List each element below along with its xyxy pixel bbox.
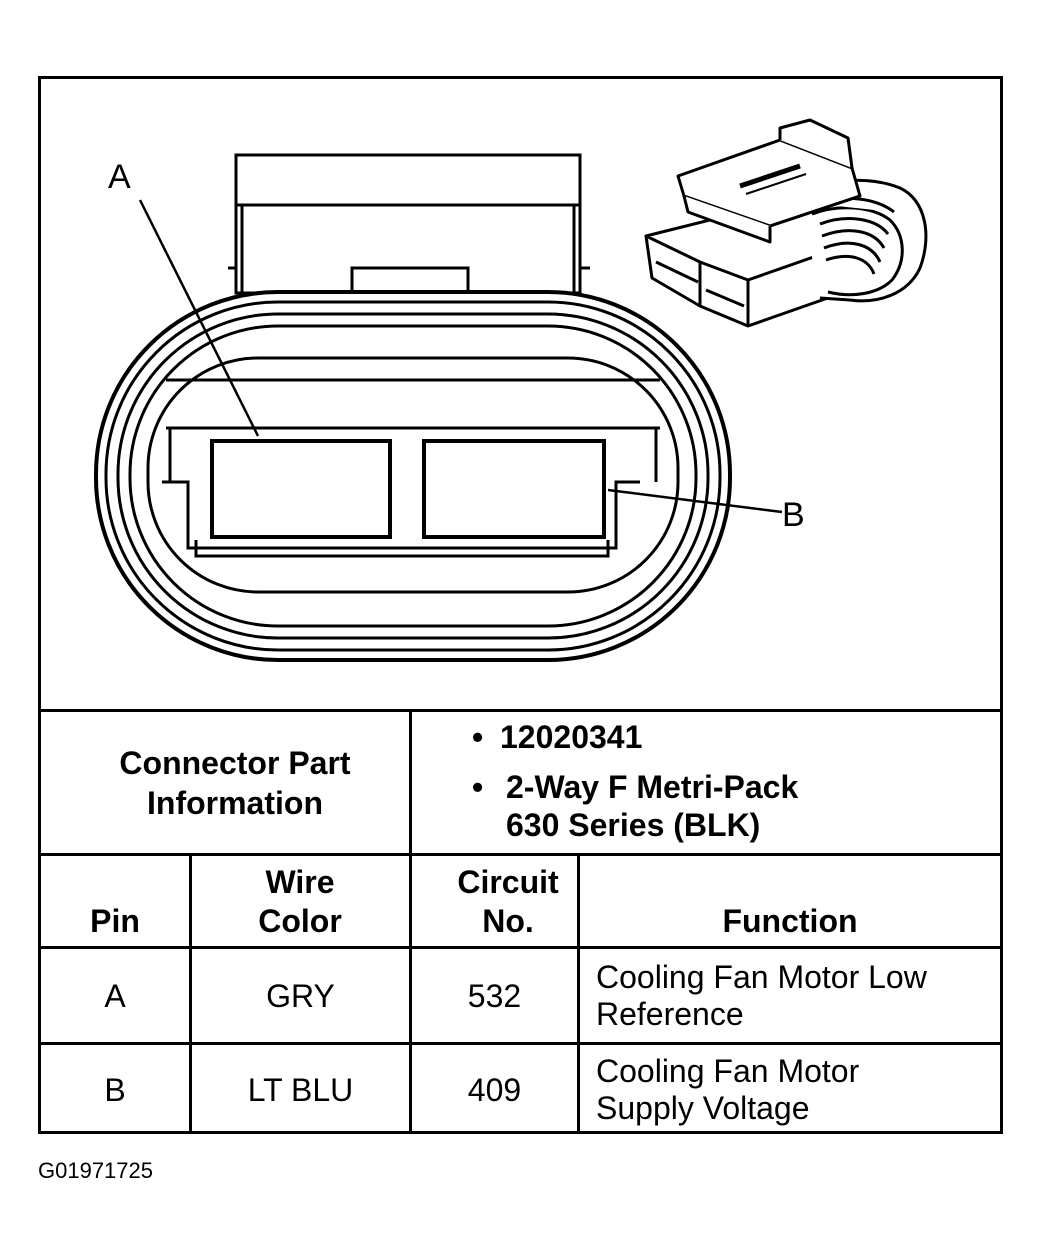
table-row-rule-1 [38,946,1003,949]
col-divider-2 [409,853,412,1134]
col-header-circuit-no: Circuit No. [457,864,559,939]
connector-cavity [162,378,660,558]
pin-label-b: B [782,496,805,534]
connector-latch-housing [228,153,590,295]
row-a-wire-color: GRY [266,977,335,1014]
row-b-wire-color: LT BLU [247,1071,354,1108]
diagram-frame [38,76,1003,1134]
row-a-function: Cooling Fan Motor Low Reference [596,959,927,1032]
table-row-rule-2 [38,1042,1003,1045]
leader-line-b [607,488,783,514]
part-number: 12020341 [500,719,643,755]
part-info-header: Connector Part Information [119,745,351,821]
row-a-circuit-no: 532 [467,977,522,1014]
connector-description: 2-Way F Metri-Pack 630 Series (BLK) [506,769,799,843]
connector-isometric-illustration [644,118,928,328]
figure-id: G01971725 [38,1158,153,1183]
col-divider-3 [577,853,580,1134]
row-b-circuit-no: 409 [467,1071,522,1108]
col-header-pin: Pin [90,903,140,939]
row-b-function: Cooling Fan Motor Supply Voltage [596,1053,860,1126]
row-b-pin: B [104,1071,126,1108]
col-header-wire-color: Wire Color [258,864,342,939]
row-a-pin: A [104,977,126,1014]
part-info-bullet-2: • 2-Way F Metri-Pack 630 Series (BLK) [472,768,852,848]
table-top-rule [38,709,1003,712]
col-divider-1 [189,853,192,1134]
bullet-dot: • [472,769,484,805]
connector-body-oval [94,290,732,662]
bullet-dot: • [472,719,484,755]
col-header-function: Function [722,903,858,939]
table-header-rule [38,853,1003,856]
part-info-bullet-1: • 12020341 [472,718,872,756]
leader-line-a [138,199,260,437]
terminal-cavity-b [422,439,606,539]
pin-label-a: A [108,158,131,196]
terminal-cavity-a [210,439,392,539]
part-info-divider [409,709,412,856]
